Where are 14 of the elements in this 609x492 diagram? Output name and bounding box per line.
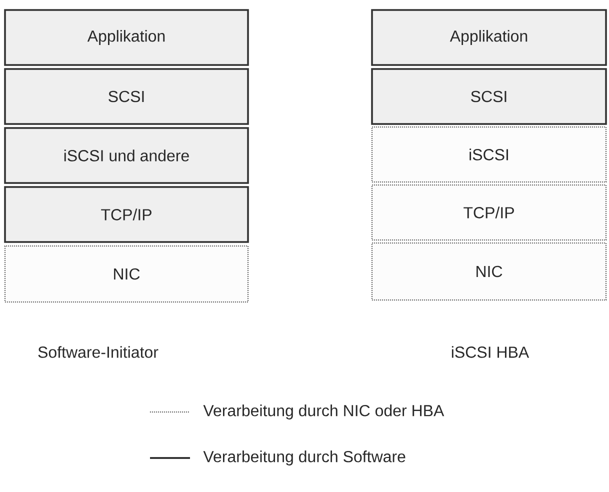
layer-box: Applikation <box>4 9 249 66</box>
layer-box: NIC <box>4 245 249 303</box>
layer-box: iSCSI und andere <box>4 127 249 184</box>
legend-text: Verarbeitung durch NIC oder HBA <box>203 404 444 420</box>
layer-box: TCP/IP <box>371 184 607 241</box>
layer-box: SCSI <box>4 68 249 125</box>
layer-box: TCP/IP <box>4 186 249 243</box>
layer-box: Applikation <box>371 9 607 66</box>
layer-box: SCSI <box>371 68 607 125</box>
stack-caption: iSCSI HBA <box>452 346 530 358</box>
stack-caption: Software-Initiator <box>38 346 158 358</box>
layer-box: NIC <box>371 242 607 301</box>
legend-text: Verarbeitung durch Software <box>203 450 406 466</box>
layer-box: iSCSI <box>371 126 607 183</box>
